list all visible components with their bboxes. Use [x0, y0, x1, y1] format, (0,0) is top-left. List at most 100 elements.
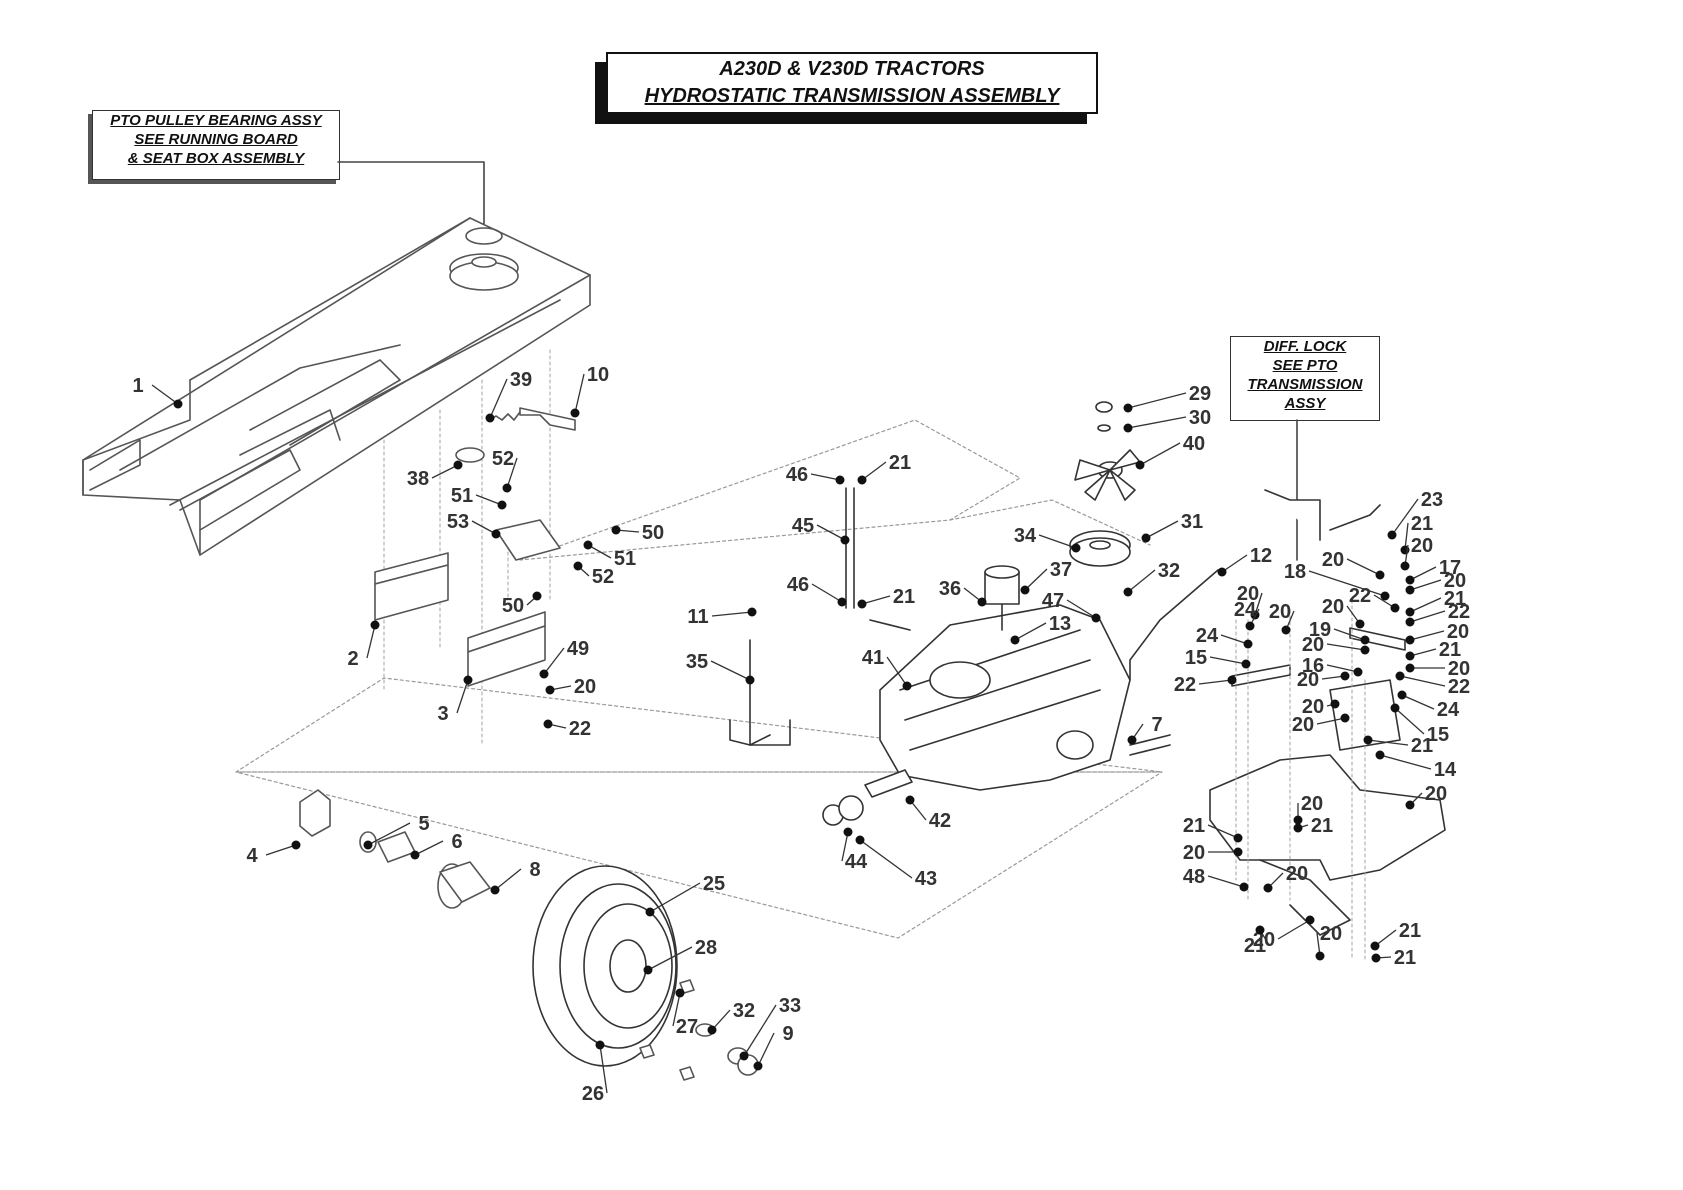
callout-dot — [1123, 423, 1133, 433]
callout-leader — [1409, 597, 1442, 613]
callout-22: 22 — [1405, 601, 1470, 627]
callout-dot — [611, 525, 621, 535]
callout-20: 20 — [1237, 583, 1263, 620]
callout-leader — [366, 624, 376, 659]
callout-28: 28 — [643, 937, 717, 975]
callout-dot — [1360, 635, 1370, 645]
cooling-fan-40 — [1074, 449, 1141, 501]
title-box: A230D & V230D TRACTORS HYDROSTATIC TRANS… — [606, 52, 1098, 114]
callout-dot — [463, 675, 473, 685]
callout-leader — [1014, 622, 1047, 641]
callout-dot — [1405, 617, 1415, 627]
callout-dot — [1397, 690, 1407, 700]
callout-number: 21 — [1411, 513, 1433, 535]
callout-20: 20 — [1269, 601, 1295, 635]
arm-10 — [519, 407, 576, 431]
callout-leader — [1409, 610, 1446, 623]
callout-dot — [840, 535, 850, 545]
callout-dot — [1071, 543, 1081, 553]
callout-number: 20 — [1253, 929, 1275, 951]
callout-leader — [672, 992, 681, 1027]
callout-21: 21 — [857, 586, 915, 609]
callout-leader — [265, 844, 297, 856]
callout-21: 21 — [1183, 815, 1243, 843]
plate-53 — [495, 519, 561, 561]
callout-dot — [1135, 460, 1145, 470]
pan-14 — [1209, 754, 1446, 936]
callout-53: 53 — [447, 511, 501, 539]
callout-dot — [645, 907, 655, 917]
callout-36: 36 — [939, 578, 987, 607]
callout-leader — [743, 1004, 777, 1057]
callout-number: 20 — [1292, 714, 1314, 736]
callout-21: 21 — [1405, 588, 1466, 617]
callout-number: 49 — [567, 638, 589, 660]
callout-7: 7 — [1127, 714, 1163, 745]
callout-leader — [1346, 558, 1381, 576]
callout-dot — [595, 1040, 605, 1050]
callout-dot — [1405, 607, 1415, 617]
callout-dot — [1239, 882, 1249, 892]
callout-34: 34 — [1014, 525, 1081, 553]
callout-number: 20 — [1447, 621, 1469, 643]
note-pto-line-2: SEE RUNNING BOARD — [134, 131, 298, 148]
callout-leader — [494, 868, 522, 891]
callout-dot — [532, 591, 542, 601]
callout-3: 3 — [437, 675, 473, 725]
callout-leader — [1277, 919, 1311, 940]
callout-dot — [1233, 847, 1243, 857]
rod-12 — [1129, 569, 1219, 681]
callout-dot — [1370, 941, 1380, 951]
callout-48: 48 — [1183, 866, 1249, 892]
callout-dot — [370, 620, 380, 630]
callout-leader — [1127, 392, 1187, 409]
callout-50: 50 — [502, 591, 542, 617]
callout-leader — [1198, 679, 1233, 685]
callout-dot — [643, 965, 653, 975]
callout-17: 17 — [1405, 557, 1461, 585]
callout-21: 21 — [1293, 815, 1333, 837]
callout-number: 20 — [1302, 634, 1324, 656]
callout-number: 2 — [347, 648, 358, 670]
callout-dot — [745, 675, 755, 685]
callout-dot — [1330, 699, 1340, 709]
callout-dot — [1233, 833, 1243, 843]
callout-20: 20 — [1263, 863, 1308, 893]
bracket-16 — [1349, 627, 1406, 651]
callout-38: 38 — [407, 460, 463, 490]
callout-dot — [1255, 925, 1265, 935]
callout-dot — [1243, 639, 1253, 649]
callout-leader — [861, 595, 891, 605]
callout-dot — [1227, 675, 1237, 685]
callout-13: 13 — [1010, 613, 1071, 645]
callout-leader — [1308, 570, 1386, 597]
callout-number: 21 — [893, 586, 915, 608]
callout-leader — [475, 494, 503, 506]
callout-20: 20 — [1405, 621, 1469, 645]
callout-21: 21 — [857, 452, 911, 485]
callout-20: 20 — [545, 676, 596, 698]
callout-number: 46 — [787, 574, 809, 596]
callout-22: 22 — [543, 718, 591, 740]
callout-20: 20 — [1293, 793, 1323, 825]
callout-20: 20 — [1297, 669, 1350, 691]
callout-dot — [1360, 645, 1370, 655]
callout-46: 46 — [787, 574, 847, 607]
callout-35: 35 — [686, 651, 755, 685]
callout-dot — [363, 840, 373, 850]
callout-dot — [1405, 585, 1415, 595]
callout-leader — [1209, 656, 1247, 665]
callout-dot — [1217, 567, 1227, 577]
callout-dot — [1010, 635, 1020, 645]
callout-leader — [1024, 568, 1048, 591]
callout-number: 23 — [1421, 489, 1443, 511]
note-pto-line-3: & SEAT BOX ASSEMBLY — [127, 150, 305, 167]
callout-leader — [1326, 664, 1359, 673]
callout-dot — [485, 413, 495, 423]
callout-42: 42 — [905, 795, 951, 832]
callout-dot — [410, 850, 420, 860]
tractor-frame — [82, 217, 591, 556]
callout-dot — [1390, 703, 1400, 713]
callout-dot — [1020, 585, 1030, 595]
